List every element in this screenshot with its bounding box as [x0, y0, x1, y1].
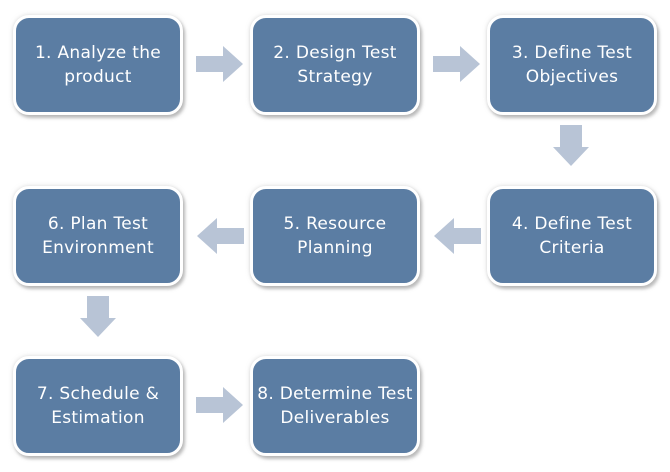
arrow-down-icon [552, 125, 590, 167]
arrow-left-icon [196, 216, 244, 256]
step-label-line: Criteria [539, 238, 605, 258]
step-label-line: Estimation [51, 408, 145, 428]
step-label-line: 2. Design Test [273, 43, 397, 63]
step-label-line: Strategy [297, 67, 373, 87]
step-label-line: 8. Determine Test [257, 384, 413, 404]
step-label-line: 6. Plan Test [47, 214, 149, 234]
step-box-define-test-criteria: 4. Define Test Criteria [487, 186, 657, 286]
arrow-right-icon [433, 44, 481, 84]
step-box-design-test-strategy: 2. Design Test Strategy [250, 15, 420, 115]
step-label-line: 1. Analyze the [34, 43, 162, 63]
step-box-resource-planning: 5. Resource Planning [250, 186, 420, 286]
arrow-down-icon [79, 296, 117, 338]
step-box-define-test-objectives: 3. Define Test Objectives [487, 15, 657, 115]
step-label-line: Environment [42, 238, 154, 258]
arrow-right-icon [196, 44, 244, 84]
step-label-line: 3. Define Test [511, 43, 633, 63]
step-label-line: Deliverables [280, 408, 390, 428]
step-label-line: 7. Schedule & [36, 384, 160, 404]
step-box-plan-test-environment: 6. Plan Test Environment [13, 186, 183, 286]
arrow-right-icon [196, 385, 244, 425]
step-box-schedule-estimation: 7. Schedule & Estimation [13, 356, 183, 456]
step-label-line: product [64, 67, 132, 87]
step-box-determine-test-deliverables: 8. Determine Test Deliverables [250, 356, 420, 456]
step-label-line: 4. Define Test [511, 214, 633, 234]
step-box-analyze-product: 1. Analyze the product [13, 15, 183, 115]
step-label-line: Planning [297, 238, 373, 258]
arrow-left-icon [433, 216, 481, 256]
step-label-line: 5. Resource [283, 214, 387, 234]
step-label-line: Objectives [525, 67, 619, 87]
